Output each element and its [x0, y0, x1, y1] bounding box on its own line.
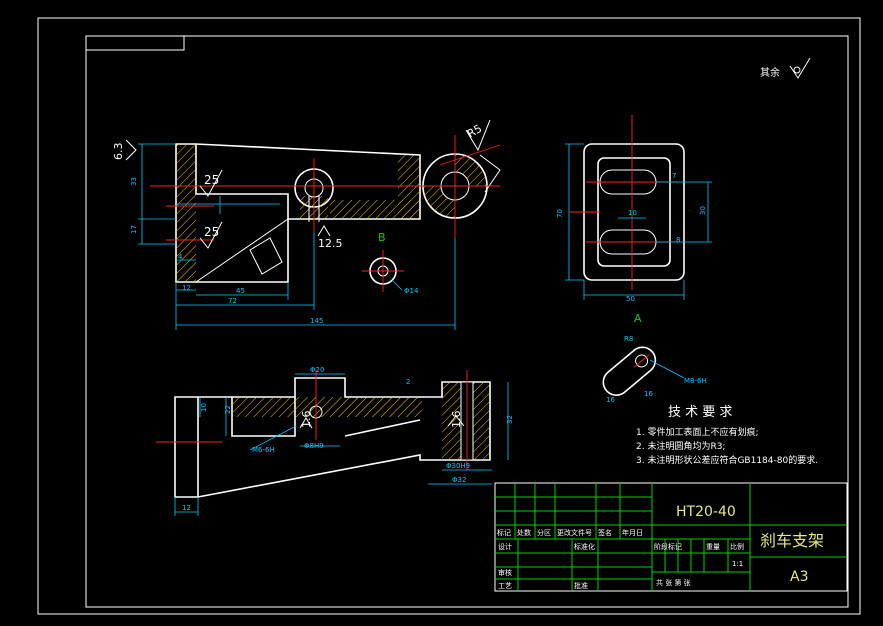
- top-roughness-2: 1.6: [450, 411, 463, 429]
- front-roughness-slot: 12.5: [318, 237, 343, 250]
- material-label: HT20-40: [676, 504, 736, 520]
- dim-22: 22: [224, 405, 232, 414]
- inner-frame: [85, 35, 849, 608]
- dim-30: 30: [699, 206, 707, 215]
- notes-item-3: 3. 未注明形状公差应符合GB1184-80的要求.: [636, 454, 818, 466]
- front-roughness-bottom: 25: [204, 225, 219, 239]
- dim-145: 145: [310, 317, 323, 325]
- dim-32: 32: [506, 415, 514, 424]
- roughness-symbol-general: [789, 57, 811, 79]
- roughness-circle: [793, 66, 801, 74]
- dim-10-top: 10: [200, 403, 208, 412]
- dim-dia-30: Φ30H9: [446, 462, 470, 470]
- role-standard: 标准化: [574, 542, 595, 551]
- role-approve: 批准: [574, 581, 588, 590]
- dim-dia-14: Φ14: [404, 287, 419, 295]
- dim-2: 2: [406, 378, 410, 386]
- front-view: 25 25 6.3 12.5 R5 33 17 4 12 45 72 145: [112, 119, 501, 330]
- dim-dia-8: Φ8H9: [304, 442, 324, 450]
- front-roughness-left: 6.3: [112, 143, 125, 161]
- side-view: 70 50 30 8 7 10: [556, 115, 712, 303]
- dim-33: 33: [130, 177, 138, 186]
- rev-header-sign: 签名: [598, 528, 612, 537]
- dim-4: 4: [178, 253, 183, 261]
- notes-item-2: 2. 未注明圆角均为R3;: [636, 440, 725, 452]
- label-scale: 比例: [730, 542, 744, 551]
- top-roughness-1: 1.6: [300, 411, 313, 429]
- role-review: 审核: [498, 568, 512, 577]
- dim-dia-20: Φ20: [310, 366, 324, 374]
- top-view: 1.6 1.6 Φ20 2 10 22 M6-6H Φ8H9 Φ30H9 Φ32…: [156, 366, 514, 516]
- dim-45: 45: [236, 287, 245, 295]
- rev-header-mark: 标记: [497, 528, 511, 537]
- dim-72: 72: [228, 297, 237, 305]
- view-b-detail: B Φ14: [362, 231, 419, 295]
- view-a-detail: A R8 M8-6H 16 16: [602, 312, 707, 404]
- dim-m8: M8-6H: [684, 377, 707, 385]
- part-name: 刹车支架: [760, 531, 824, 550]
- rev-header-date: 年月日: [622, 528, 643, 537]
- dim-r8: R8: [624, 335, 633, 343]
- sheet-size: A3: [790, 569, 808, 585]
- sheet-count: 共 张 第 张: [656, 578, 691, 587]
- dim-7: 7: [672, 172, 676, 180]
- front-roughness-top: 25: [204, 173, 219, 187]
- label-stage: 阶段标记: [654, 542, 682, 551]
- corner-box: [85, 35, 185, 51]
- dim-16-a: 16: [606, 396, 615, 404]
- outer-frame: [37, 17, 861, 615]
- view-a-label: A: [634, 312, 642, 325]
- notes-title: 技 术 要 求: [668, 405, 732, 420]
- roughness-general-label: 其余: [760, 66, 780, 79]
- dim-16-b: 16: [644, 390, 653, 398]
- rev-header-count: 处数: [517, 528, 531, 537]
- dim-50: 50: [626, 295, 635, 303]
- dim-dia-32: Φ32: [452, 476, 466, 484]
- dim-12-top: 12: [182, 504, 191, 512]
- role-design: 设计: [498, 542, 512, 551]
- rev-header-doc: 更改文件号: [557, 528, 592, 537]
- dim-12: 12: [182, 284, 191, 292]
- dim-17: 17: [130, 225, 138, 234]
- title-block: HT20-40 刹车支架 A3 标记 处数 分区 更改文件号 签名 年月日 设计…: [494, 482, 848, 592]
- dim-70: 70: [556, 209, 564, 218]
- role-process: 工艺: [498, 582, 512, 590]
- rev-header-zone: 分区: [537, 528, 551, 537]
- dim-m6: M6-6H: [252, 446, 275, 454]
- label-weight: 重量: [706, 543, 720, 551]
- dim-8: 8: [676, 236, 680, 244]
- dim-10: 10: [628, 209, 637, 217]
- view-b-label: B: [378, 231, 386, 244]
- scale-value: 1:1: [732, 560, 743, 568]
- notes-item-1: 1. 零件加工表面上不应有划痕;: [636, 426, 758, 438]
- front-radius-label: R5: [465, 122, 484, 141]
